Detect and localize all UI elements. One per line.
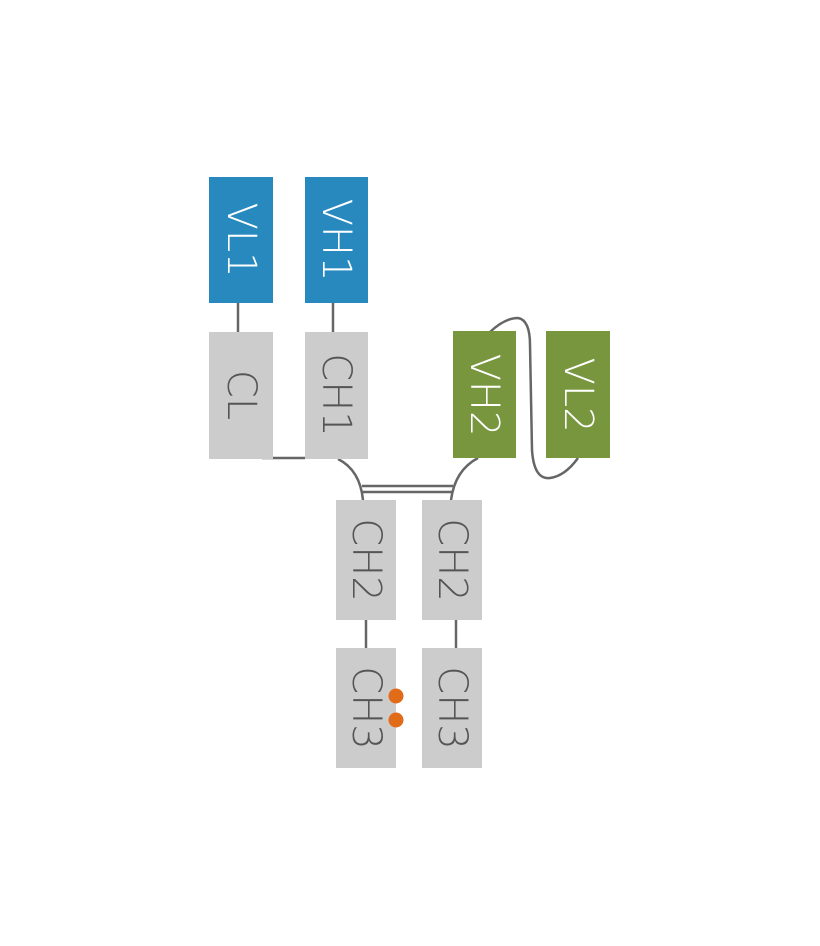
- domain-ch3-right: CH3: [422, 648, 482, 768]
- vh2-vl2-linker: [489, 316, 580, 480]
- knob-marker-dot: [388, 688, 404, 704]
- domain-vh1: VH1: [305, 177, 368, 303]
- domain-label: VH1: [313, 199, 359, 282]
- domain-ch2-left: CH2: [336, 500, 396, 620]
- domain-vh2: VH2: [453, 331, 516, 458]
- domain-ch3-left: CH3: [336, 648, 396, 768]
- domain-label: VH2: [461, 354, 507, 437]
- domain-label: CL: [218, 370, 264, 420]
- domain-vl1: VL1: [209, 177, 273, 303]
- domain-label: CH1: [313, 353, 359, 436]
- ch1-hinge: [337, 457, 365, 501]
- domain-label: VL2: [555, 357, 601, 432]
- connectors: [236, 303, 580, 648]
- domain-label: CH2: [429, 518, 475, 601]
- domain-vl2: VL2: [546, 331, 610, 458]
- knob-marker-dot: [388, 712, 404, 728]
- domain-label: CH3: [429, 666, 475, 749]
- domain-ch2-right: CH2: [422, 500, 482, 620]
- vh2-hinge: [449, 456, 479, 501]
- domain-label: VL1: [218, 202, 264, 277]
- domain-label: CH2: [343, 518, 389, 601]
- domain-cl: CL: [209, 332, 273, 459]
- domain-ch1: CH1: [305, 332, 368, 459]
- domain-label: CH3: [343, 666, 389, 749]
